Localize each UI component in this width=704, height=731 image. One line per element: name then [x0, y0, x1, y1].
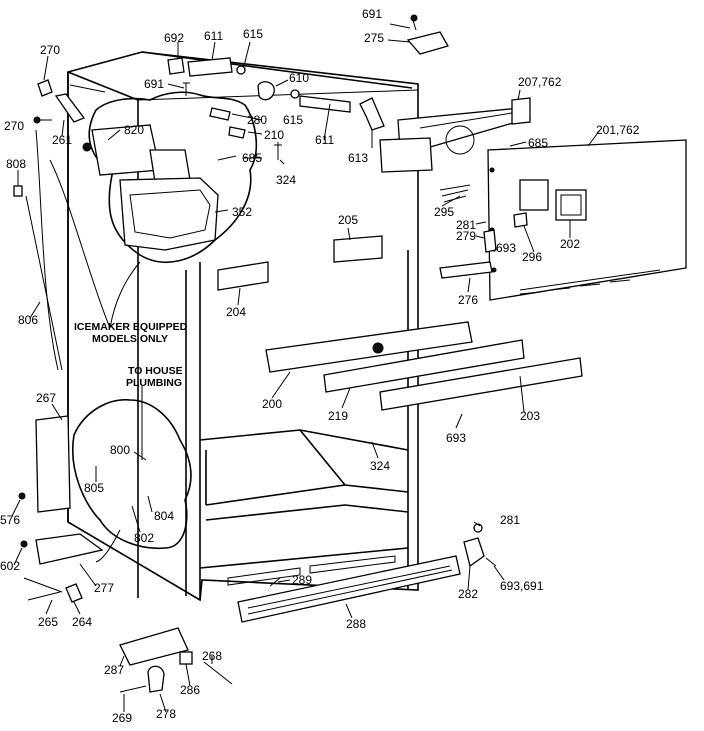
plumbing-note-line2: PLUMBING — [126, 377, 182, 389]
part-labels: 691 275 692 611 615 270 691 610 207,762 … — [0, 7, 640, 725]
plumbing-callout-cloud — [72, 399, 192, 550]
icemaker-callout-cloud — [88, 91, 258, 263]
label-201-762: 201,762 — [596, 123, 640, 137]
label-576: 576 — [0, 513, 20, 527]
label-693-691: 693,691 — [500, 579, 544, 593]
label-281: 281 — [500, 513, 520, 527]
label-280: 280 — [247, 113, 267, 127]
label-264: 264 — [72, 615, 92, 629]
label-205: 205 — [338, 213, 358, 227]
label-805: 805 — [84, 481, 104, 495]
label-692: 692 — [164, 31, 184, 45]
label-203: 203 — [520, 409, 540, 423]
label-610: 610 — [289, 71, 309, 85]
label-808: 808 — [6, 157, 26, 171]
label-691: 691 — [144, 77, 164, 91]
evaporator-fan-assembly — [379, 97, 532, 173]
label-611: 611 — [204, 29, 223, 43]
icemaker-note-line2: MODELS ONLY — [92, 333, 168, 345]
control-panel — [439, 139, 687, 301]
label-265: 265 — [38, 615, 58, 629]
bracket-205 — [333, 235, 383, 263]
label-277: 277 — [94, 581, 114, 595]
label-296: 296 — [522, 250, 542, 264]
label-685: 685 — [242, 151, 262, 165]
left-hardware — [13, 79, 104, 603]
label-261: 261 — [52, 133, 72, 147]
top-hardware — [167, 14, 449, 161]
label-204: 204 — [226, 305, 246, 319]
label-685: 685 — [528, 136, 548, 150]
label-279: 279 — [456, 229, 476, 243]
plumbing-note-line1: TO HOUSE — [128, 365, 183, 377]
label-276: 276 — [458, 293, 478, 307]
bottom-hardware — [119, 523, 497, 693]
label-352: 352 — [232, 205, 252, 219]
label-289: 289 — [292, 573, 312, 587]
label-324: 324 — [276, 173, 296, 187]
label-602: 602 — [0, 559, 20, 573]
cabinet — [67, 51, 419, 602]
label-286: 286 — [180, 683, 200, 697]
label-278: 278 — [156, 707, 176, 721]
label-282: 282 — [458, 587, 478, 601]
notes: ICEMAKER EQUIPPED MODELS ONLY TO HOUSE P… — [74, 321, 188, 389]
label-270: 270 — [4, 119, 24, 133]
label-693: 693 — [446, 431, 466, 445]
label-806: 806 — [18, 313, 38, 327]
label-615: 615 — [283, 113, 303, 127]
label-270: 270 — [40, 43, 60, 57]
label-804: 804 — [154, 509, 174, 523]
label-207-762: 207,762 — [518, 75, 562, 89]
label-691: 691 — [362, 7, 382, 21]
icemaker-note-line1: ICEMAKER EQUIPPED — [74, 321, 188, 333]
label-288: 288 — [346, 617, 366, 631]
label-324: 324 — [370, 459, 390, 473]
label-611: 611 — [315, 133, 334, 147]
label-820: 820 — [124, 123, 144, 137]
label-615: 615 — [243, 27, 263, 41]
label-281: 281 — [456, 218, 476, 232]
label-269: 269 — [112, 711, 132, 725]
label-613: 613 — [348, 151, 368, 165]
rails — [265, 321, 583, 411]
label-219: 219 — [328, 409, 348, 423]
label-267: 267 — [36, 391, 56, 405]
icemaker-assembly — [82, 124, 219, 251]
label-287: 287 — [104, 663, 124, 677]
label-295: 295 — [434, 205, 454, 219]
label-800: 800 — [110, 443, 130, 457]
leader-lines — [11, 23, 601, 713]
label-202: 202 — [560, 237, 580, 251]
label-200: 200 — [262, 397, 282, 411]
label-693: 693 — [496, 241, 516, 255]
label-210: 210 — [264, 128, 284, 142]
label-275: 275 — [364, 31, 384, 45]
bracket-204 — [217, 261, 269, 291]
label-802: 802 — [134, 531, 154, 545]
label-268: 268 — [202, 649, 222, 663]
